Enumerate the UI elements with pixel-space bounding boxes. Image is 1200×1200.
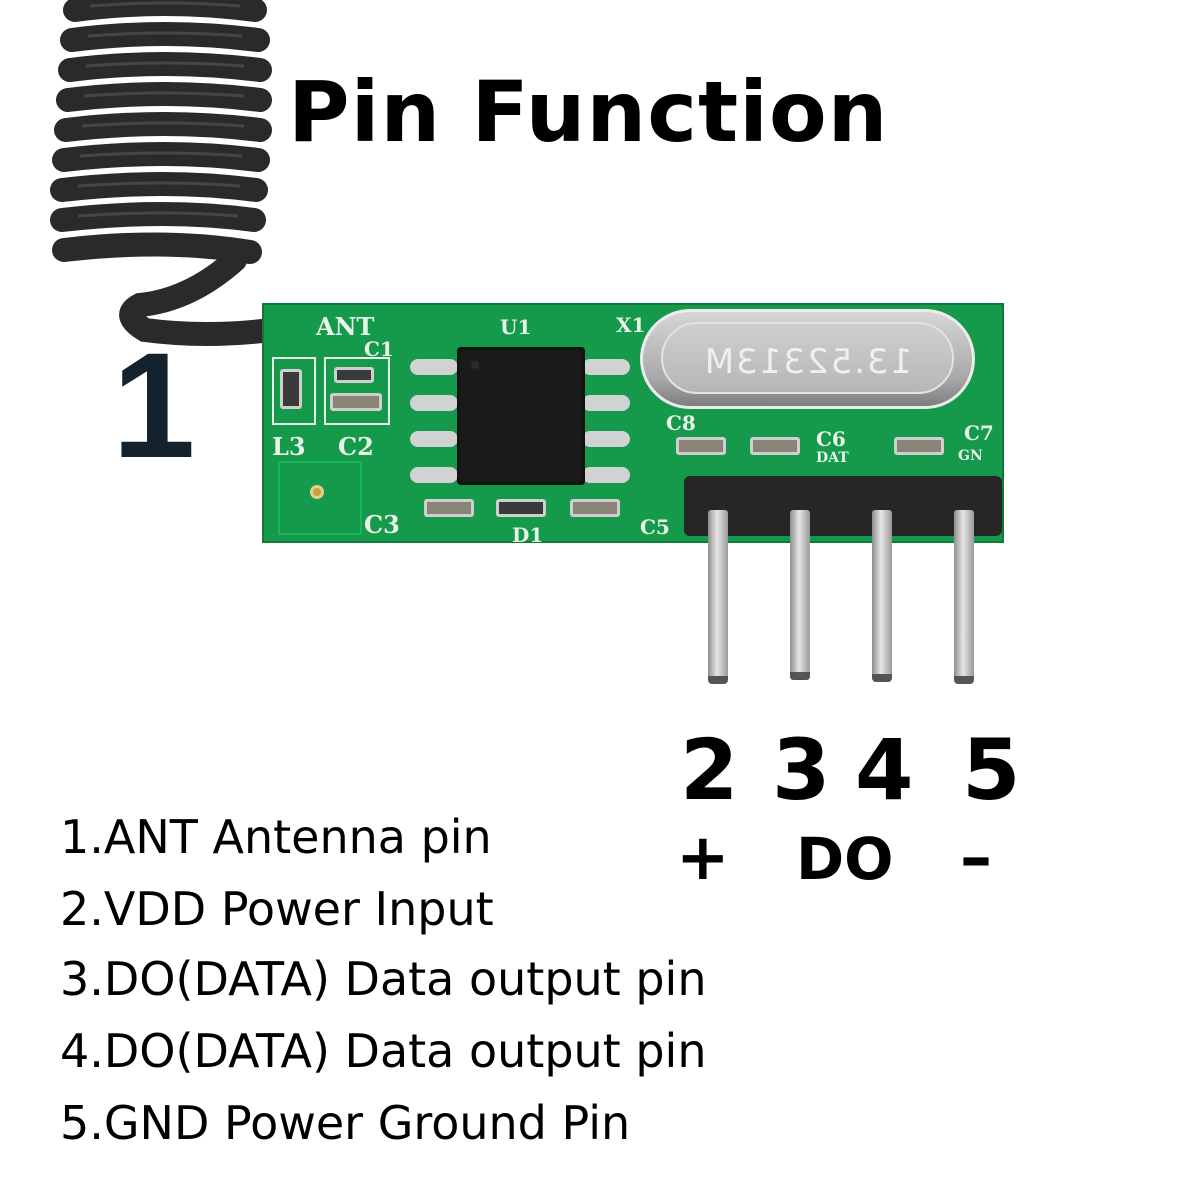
pin-sign-data: DO <box>796 825 894 893</box>
pin-description-4: 4.DO(DATA) Data output pin <box>60 1024 707 1078</box>
pin-number-3: 3 <box>772 721 831 819</box>
ic-lead <box>582 395 630 411</box>
capacitor-c5 <box>570 499 620 517</box>
pin-sign-plus: + <box>676 821 730 895</box>
silk-c7-label: C7 <box>964 421 994 445</box>
silk-d1-label: D1 <box>512 523 544 547</box>
silk-c2-label: C2 <box>338 432 374 461</box>
header-pin-5 <box>954 510 974 680</box>
ic-lead <box>410 395 458 411</box>
ic-chip-u1 <box>457 347 585 485</box>
rf-receiver-pcb: ANT U1 X1 C1 L3 C2 C3 D1 C5 C8 C6 DAT C7… <box>262 303 1004 547</box>
pin-number-2: 2 <box>680 721 739 819</box>
silk-ant-label: ANT <box>316 312 375 341</box>
silk-x1-label: X1 <box>616 313 646 337</box>
pin-sign-minus: – <box>960 821 992 895</box>
pin-number-5: 5 <box>962 721 1021 819</box>
silk-u1-label: U1 <box>500 315 532 339</box>
inductor-l3 <box>280 369 302 409</box>
diode-c1 <box>334 367 374 383</box>
silk-dat-label: DAT <box>816 450 849 466</box>
ic-lead <box>582 431 630 447</box>
header-pin-2 <box>708 510 728 680</box>
silk-c6-label: C6 <box>816 427 846 451</box>
pin-tip <box>954 676 974 684</box>
crystal-x1: 13.52313M <box>640 309 975 409</box>
crystal-marking: 13.52313M <box>702 342 913 382</box>
capacitor-c3 <box>424 499 474 517</box>
silk-c1-label: C1 <box>364 337 394 361</box>
pin-tip <box>708 676 728 684</box>
capacitor-c2 <box>330 393 382 411</box>
capacitor-c8 <box>676 437 726 455</box>
silk-c5-label: C5 <box>640 515 670 539</box>
pin-description-2: 2.VDD Power Input <box>60 882 494 936</box>
ic-lead <box>410 431 458 447</box>
pin-1-number: 1 <box>112 321 196 489</box>
header-pin-4 <box>872 510 892 680</box>
via-pad <box>310 485 324 499</box>
l3-outline <box>272 357 316 425</box>
antenna-coil <box>50 0 280 346</box>
diode-d1 <box>496 499 546 517</box>
page-title: Pin Function <box>288 63 889 161</box>
ic-lead <box>410 359 458 375</box>
chip-pin1-marker <box>471 361 479 369</box>
c2-outline <box>324 357 390 425</box>
silk-c8-label: C8 <box>666 411 696 435</box>
ic-lead <box>410 467 458 483</box>
pcb-coil-trace <box>278 461 362 535</box>
ic-lead <box>582 359 630 375</box>
pin-header-housing <box>684 476 1002 536</box>
silk-c3-label: C3 <box>364 510 400 539</box>
capacitor-c6a <box>750 437 800 455</box>
crystal-top: 13.52313M <box>661 322 954 394</box>
pin-description-1: 1.ANT Antenna pin <box>60 810 492 864</box>
pin-tip <box>790 672 810 680</box>
pin-description-3: 3.DO(DATA) Data output pin <box>60 952 707 1006</box>
pin-number-4: 4 <box>855 721 914 819</box>
ic-lead <box>582 467 630 483</box>
silk-l3-label: L3 <box>272 432 306 461</box>
pin-description-5: 5.GND Power Ground Pin <box>60 1096 631 1150</box>
capacitor-c7 <box>894 437 944 455</box>
pin-tip <box>872 674 892 682</box>
silk-gnd-label: GN <box>958 448 983 464</box>
header-pin-3 <box>790 510 810 680</box>
